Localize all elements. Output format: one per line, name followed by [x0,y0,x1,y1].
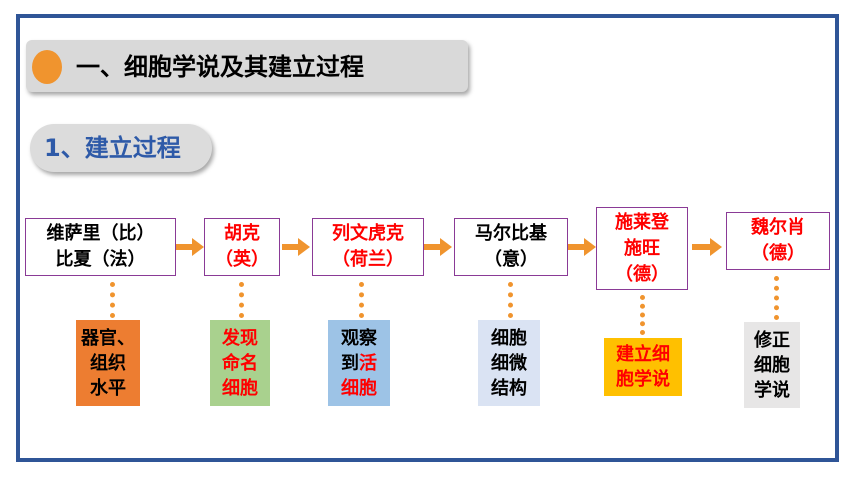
scientist-name: 魏尔肖 [751,217,805,238]
scientist-country: （德） [751,243,805,264]
note-establish-cell-theory: 建立细 胞学说 [604,338,682,396]
note-observe-living-cell: 观察 到活 细胞 [328,320,390,406]
note-line: 观察 [341,327,377,349]
arrow-right-icon [176,238,204,256]
note-line: 结构 [491,377,527,399]
sub-title: 1、建立过程 [30,124,212,172]
note-line: 细胞 [222,377,258,399]
note-line: 胞学说 [616,369,670,390]
arrow-right-icon [568,238,596,256]
scientist-country: （德） [615,263,669,285]
dotted-connector [508,282,513,318]
note-line: 命名 [222,352,258,374]
scientist-name: 施旺 [624,237,660,259]
scientist-country: （意） [484,249,538,270]
arrow-right-icon [282,238,310,256]
arrow-right-icon [692,238,722,256]
scientist-name: 施莱登 [615,211,669,233]
scientist-box-vesalius-bichat: 维萨里（比） 比夏（法） [25,218,176,276]
note-word: 到 [341,352,359,374]
dotted-connector [239,282,244,318]
scientist-box-hooke: 胡克 （英） [204,218,280,276]
note-line: 细微 [491,352,527,374]
note-line: 器官、 [81,327,135,349]
note-line: 学说 [754,379,790,401]
note-word-highlight: 活 [359,352,377,374]
scientist-name: 马尔比基 [475,223,547,244]
scientist-country: 比夏（法） [55,249,146,270]
orange-bullet-icon [32,50,62,84]
dotted-connector [110,282,115,318]
scientist-name: 胡克 [224,223,260,244]
main-title-bar [26,40,468,92]
dotted-connector [359,282,364,318]
main-title: 一、细胞学说及其建立过程 [76,53,364,81]
note-line: 水平 [90,377,126,399]
scientist-box-malpighi: 马尔比基 （意） [454,218,568,276]
note-line: 组织 [90,352,126,374]
note-line: 细胞 [491,327,527,349]
note-organ-tissue-level: 器官、 组织 水平 [76,320,140,406]
note-line: 建立细 [616,344,670,365]
scientist-name: 维萨里（比） [46,223,155,244]
dotted-connector [774,276,779,320]
scientist-name: 列文虎克 [332,223,404,244]
note-line: 细胞 [341,377,377,399]
note-revise-cell-theory: 修正 细胞 学说 [744,322,800,408]
dotted-connector [640,295,645,335]
note-line: 修正 [754,329,790,351]
note-line: 发现 [222,327,258,349]
note-line: 细胞 [754,354,790,376]
note-cell-fine-structure: 细胞 细微 结构 [478,320,540,406]
scientist-box-leeuwenhoek: 列文虎克 （荷兰） [312,218,424,276]
note-discover-name-cell: 发现 命名 细胞 [210,320,270,406]
scientist-country: （荷兰） [332,249,404,270]
scientist-country: （英） [215,249,269,270]
slide-frame [16,14,839,462]
arrow-right-icon [424,238,452,256]
note-line: 到活 [341,351,377,376]
scientist-box-virchow: 魏尔肖 （德） [726,212,830,270]
scientist-box-schleiden-schwann: 施莱登 施旺 （德） [596,207,688,290]
